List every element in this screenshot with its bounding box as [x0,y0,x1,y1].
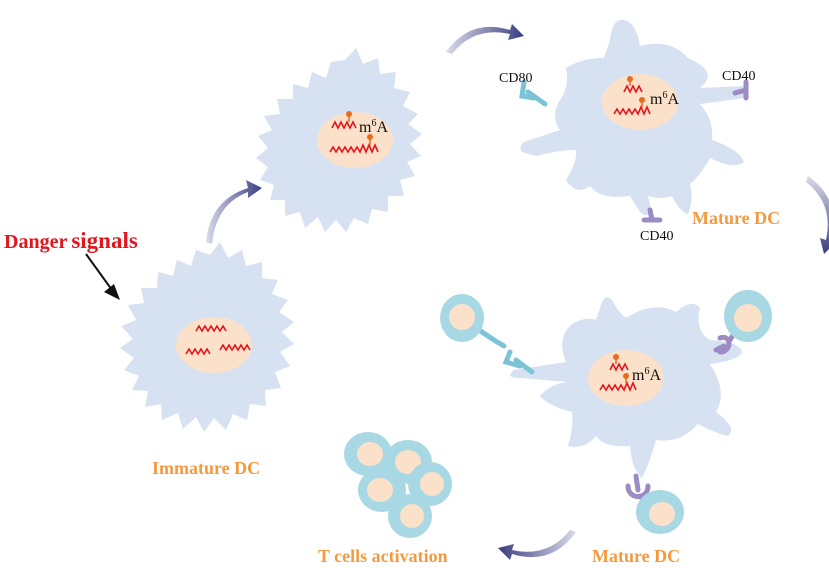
cd80-label: CD80 [499,71,532,86]
mature-dc-top-label: Mature DC [692,208,780,228]
curved-arrow-icon [498,530,576,560]
m6a-label: m6A [650,90,679,108]
t-cells-activation-label: T cells activation [318,546,448,566]
immature-dc-nucleus [176,317,252,373]
activated-t-cell-cluster [344,432,452,538]
danger-signals-label: Danger signals [4,228,138,253]
m6a-label: m6A [632,366,661,384]
rna-strand [599,380,637,393]
cd40-receptor-right [732,79,749,101]
t-cell-nucleus [400,504,424,528]
danger-signal-pointer [85,253,113,291]
t-cell-nucleus [395,450,421,474]
methyl-mark [627,76,633,82]
immature-dc-cell [120,242,294,432]
rna-strand [331,120,357,130]
immature-dc-label: Immature DC [152,458,260,478]
methylated-dc-cell: m6A [256,48,422,232]
t-cell-nucleus [449,304,475,330]
rna-strand [185,347,211,356]
methylated-dc-nucleus [317,112,393,168]
methyl-mark [346,111,352,117]
cd80-receptor [519,79,548,107]
rna-strand [195,324,227,333]
methyl-mark [613,354,619,360]
curved-arrow-icon [446,24,524,54]
curved-arrow-icon [806,176,829,254]
mature-dc-bottom-cell: m6A [440,290,772,534]
t-cell-nucleus [357,442,383,466]
methyl-mark [639,97,645,103]
t-cell-nucleus [734,304,762,332]
mature-dc-bottom-label: Mature DC [592,546,680,566]
m6a-label: m6A [359,118,388,136]
rna-strand [609,362,629,372]
t-cell-nucleus [367,478,393,502]
rna-strand [219,343,251,352]
methyl-mark [367,134,373,140]
t-cell-nucleus [649,502,675,526]
methyl-mark [623,373,629,379]
curved-arrow-icon [206,180,262,244]
mature-dc-top-cell: m6A CD80 CD40 CD40 [499,19,755,244]
rna-strand [329,142,379,155]
cd80-synapse [473,325,535,375]
cd40-bottom-label: CD40 [640,229,673,244]
arrowhead-icon [104,284,120,300]
cd40-right-label: CD40 [722,69,755,84]
rna-strand [613,104,651,117]
rna-strand [623,84,643,94]
cd40-receptor-bottom [641,207,663,223]
t-cell-nucleus [420,472,444,496]
